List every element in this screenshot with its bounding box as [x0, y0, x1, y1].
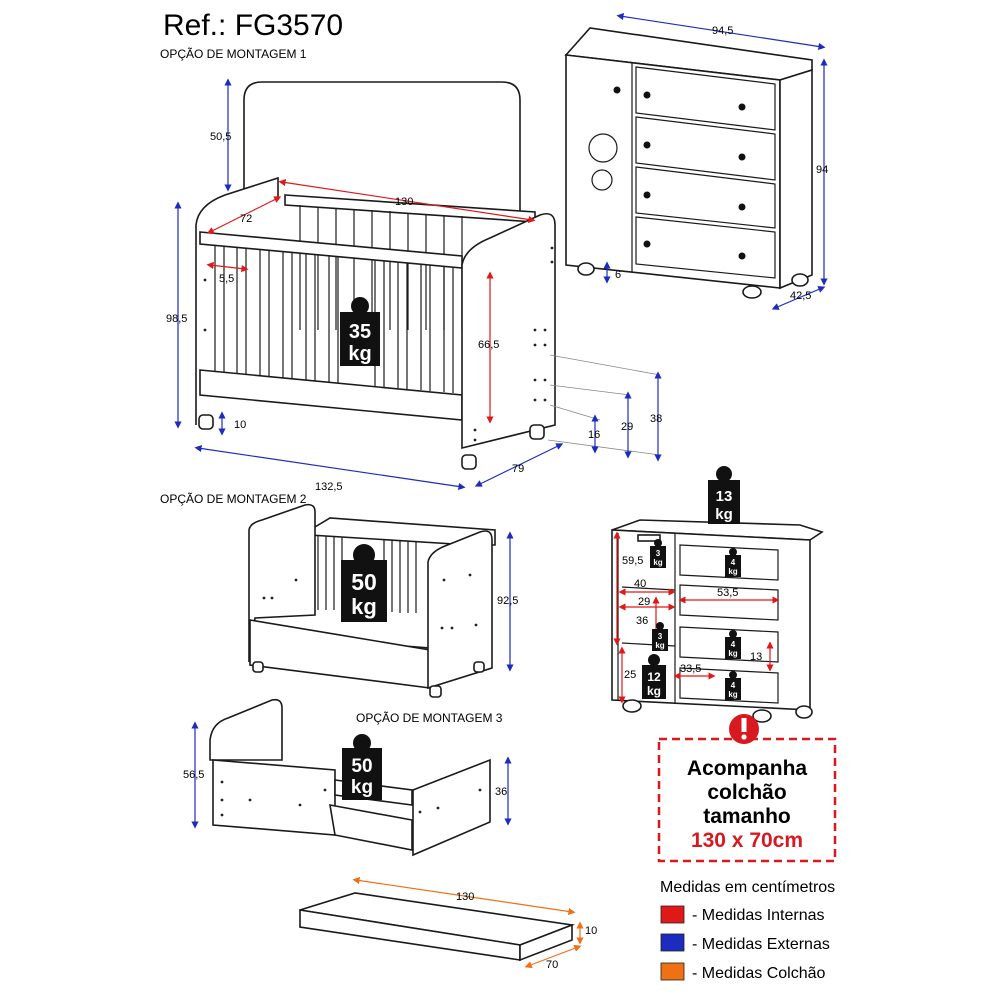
- weight-unit-shelf-upper: kg: [653, 558, 662, 567]
- dresser-interior-drawing: [611, 519, 824, 723]
- weight-unit-drawer-1: kg: [728, 567, 737, 576]
- dim-height-16: 16: [588, 429, 600, 441]
- weight-tag-dresser-top: 13 kg: [708, 466, 740, 524]
- dim-internal-depth: 72: [240, 213, 252, 225]
- dim-crib-length: 132,5: [315, 481, 343, 493]
- weight-unit-door-bottom: kg: [647, 684, 661, 698]
- dim-crib-2-height: 92,5: [497, 595, 518, 607]
- weight-tag-drawer-3: 4 kg: [725, 671, 741, 700]
- dresser-drawing: [564, 27, 813, 299]
- legend-swatch-external: [660, 933, 685, 952]
- dim-interior-13: 13: [750, 651, 762, 663]
- weight-value-drawer-2: 4: [731, 640, 736, 649]
- dresser-interior-dimensions: 59,5 40 29 36 25 53,5 13 33,5: [613, 531, 780, 704]
- dim-crib-3-side-height: 36: [495, 786, 507, 798]
- weight-value-crib-3: 50: [351, 756, 372, 777]
- legend-item-mattress: - Medidas Colchão: [692, 965, 826, 982]
- legend-title: Medidas em centímetros: [660, 879, 835, 896]
- legend-item-external: - Medidas Externas: [692, 936, 830, 953]
- dim-interior-59-5: 59,5: [622, 555, 643, 567]
- dim-mattress-depth: 70: [546, 959, 558, 971]
- weight-unit-dresser-top: kg: [715, 506, 733, 523]
- dim-height-29: 29: [621, 421, 633, 433]
- dresser-dimensions: 94,5 94 42,5 6: [603, 12, 828, 310]
- dim-interior-36: 36: [636, 615, 648, 627]
- dim-internal-height: 66,5: [478, 339, 499, 351]
- dim-dresser-depth: 42,5: [790, 290, 811, 302]
- weight-tag-crib-3: 50 kg: [342, 734, 382, 800]
- dim-interior-33-5: 33,5: [680, 663, 701, 675]
- dim-leg-height: 10: [234, 419, 246, 431]
- notice-line-1: Acompanha: [687, 757, 808, 780]
- dim-headboard-height: 50,5: [210, 131, 231, 143]
- legend-swatch-mattress: [660, 962, 685, 981]
- dim-dresser-foot: 6: [615, 269, 621, 281]
- dim-crib-3-height: 56,5: [183, 769, 204, 781]
- dim-height-38: 38: [650, 413, 662, 425]
- crib-option-1-dimensions: 50,5 98,5 130 72 5,5 66,5 10 132,5 79 16…: [166, 78, 662, 493]
- weight-tag-crib-2: 50 kg: [341, 544, 387, 622]
- weight-value-crib-2: 50: [351, 569, 377, 595]
- crib-option-3-dimensions: 56,5 36: [183, 721, 512, 829]
- weight-tag-door-bottom: 12 kg: [642, 654, 666, 699]
- notice-line-3: tamanho: [703, 805, 791, 828]
- weight-unit-drawer-3: kg: [728, 690, 737, 699]
- weight-unit-drawer-2: kg: [728, 649, 737, 658]
- assembly-option-3-label: OPÇÃO DE MONTAGEM 3: [356, 711, 503, 725]
- assembly-option-2-label: OPÇÃO DE MONTAGEM 2: [160, 492, 307, 506]
- crib-option-3-drawing: [209, 698, 491, 857]
- weight-tag-shelf-lower: 3 kg: [652, 622, 668, 651]
- dim-dresser-width: 94,5: [712, 25, 733, 37]
- dim-interior-53-5: 53,5: [717, 587, 738, 599]
- dim-internal-length: 130: [395, 196, 413, 208]
- crib-option-2-drawing: [248, 503, 496, 698]
- notice-line-2: colchão: [707, 781, 786, 804]
- weight-value-door-bottom: 12: [647, 670, 661, 684]
- weight-value-shelf-upper: 3: [656, 549, 661, 558]
- dim-interior-25: 25: [624, 669, 636, 681]
- reference-title: Ref.: FG3570: [163, 9, 343, 42]
- mattress-notice-box: Acompanha colchão tamanho 130 x 70cm: [657, 714, 837, 863]
- dim-mattress-length: 130: [456, 891, 474, 903]
- mattress-drawing: [299, 892, 576, 962]
- dim-mattress-height: 10: [585, 925, 597, 937]
- legend: Medidas em centímetros - Medidas Interna…: [660, 879, 835, 982]
- dim-interior-29: 29: [638, 596, 650, 608]
- weight-value-drawer-3: 4: [731, 681, 736, 690]
- dim-crib-height: 98,5: [166, 313, 187, 325]
- weight-value-shelf-lower: 3: [658, 632, 663, 641]
- assembly-option-1-label: OPÇÃO DE MONTAGEM 1: [160, 47, 307, 61]
- legend-item-internal: - Medidas Internas: [692, 907, 825, 924]
- dim-dresser-height: 94: [816, 164, 828, 176]
- weight-tag-shelf-upper: 3 kg: [650, 539, 666, 568]
- crib-option-2-dimensions: 92,5: [497, 531, 518, 672]
- weight-value-drawer-1: 4: [731, 558, 736, 567]
- dim-interior-40: 40: [634, 578, 646, 590]
- crib-option-1-drawing: [195, 81, 556, 470]
- dim-slat-gap: 5,5: [219, 273, 234, 285]
- weight-value-crib-1: 35: [349, 321, 371, 343]
- warning-icon: [729, 714, 759, 744]
- weight-value-dresser-top: 13: [716, 488, 733, 505]
- weight-tag-drawer-1: 4 kg: [725, 548, 741, 577]
- weight-unit-shelf-lower: kg: [655, 641, 664, 650]
- notice-line-4: 130 x 70cm: [691, 829, 803, 852]
- weight-unit-crib-2: kg: [351, 594, 377, 619]
- weight-tag-crib-1: 35 kg: [340, 297, 380, 366]
- dim-crib-depth: 79: [512, 463, 524, 475]
- weight-tag-drawer-2: 4 kg: [725, 630, 741, 659]
- legend-swatch-internal: [660, 905, 685, 924]
- mattress-dimensions: 130 10 70: [352, 876, 597, 971]
- weight-unit-crib-1: kg: [348, 343, 371, 365]
- weight-unit-crib-3: kg: [351, 777, 373, 798]
